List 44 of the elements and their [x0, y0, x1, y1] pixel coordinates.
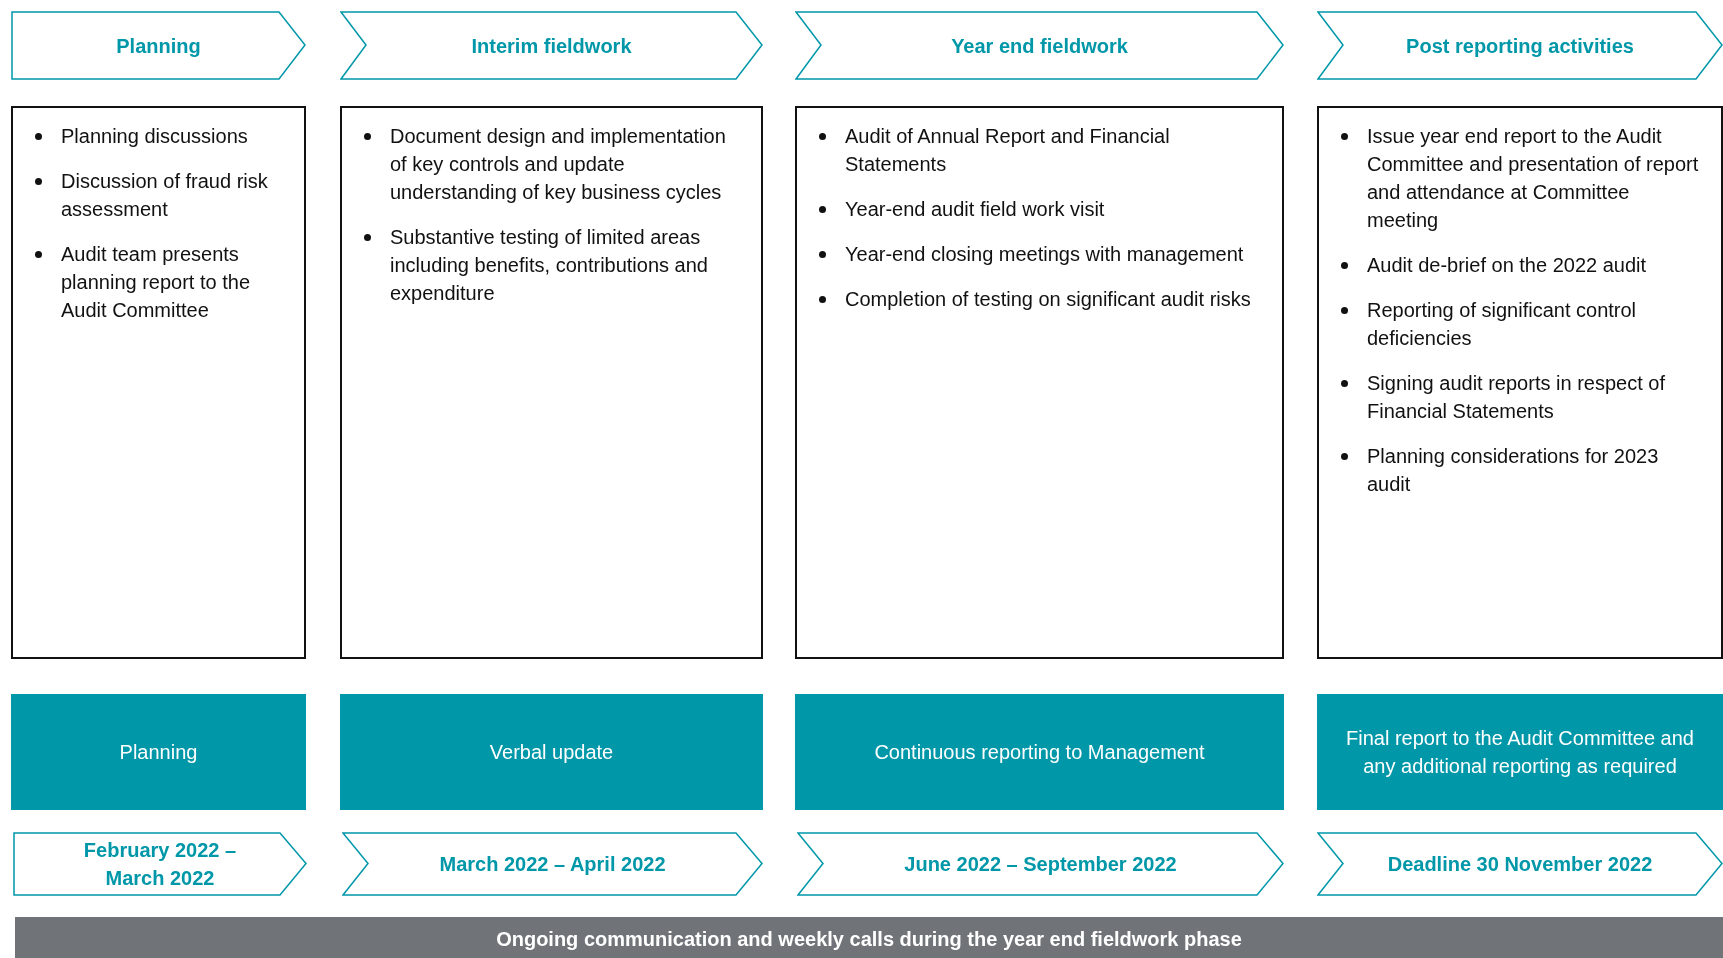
date-header	[342, 832, 763, 896]
reporting-text: Continuous reporting to Management	[874, 740, 1205, 765]
date-header	[13, 832, 307, 896]
date-range: March 2022 – April 2022	[438, 852, 667, 877]
activity-panel	[340, 106, 763, 659]
bullet-text: Year-end audit field work visit	[845, 197, 1106, 222]
bullet-text: Issue year end report to the Audit Committee and presentation of report and attendance at Committee meeting	[1367, 124, 1700, 233]
bullet-text: Completion of testing on significant audit risks	[845, 287, 1252, 312]
reporting-text: Verbal update	[489, 740, 614, 765]
phase-header	[795, 11, 1284, 80]
banner-bar	[15, 917, 1723, 958]
date-header	[797, 832, 1284, 896]
reporting-box	[11, 694, 306, 810]
bullet-text: Year-end closing meetings with management	[845, 242, 1245, 267]
bullet-text: Audit de-brief on the 2022 audit	[1367, 253, 1648, 278]
banner-text: Ongoing communication and weekly calls during the year end fieldwork phase	[496, 927, 1242, 951]
activity-panel	[795, 106, 1284, 659]
phase-header	[11, 11, 306, 80]
phase-header	[340, 11, 763, 80]
reporting-text: Planning	[119, 740, 198, 765]
reporting-box	[340, 694, 763, 810]
bullet-text: Reporting of significant control deficiencies	[1367, 298, 1638, 351]
phase-header	[1317, 11, 1723, 80]
bullet-text: Document design and implementation of key controls and update understanding of key business cycles	[390, 124, 727, 205]
bullet-text: Signing audit reports in respect of Financial Statements	[1367, 371, 1666, 424]
bullet-text: Substantive testing of limited areas including benefits, contributions and expenditure	[390, 225, 709, 306]
activity-panel	[1317, 106, 1723, 659]
reporting-box	[1317, 694, 1723, 810]
date-range: February 2022 – March 2022	[82, 838, 238, 891]
phase-title: Interim fieldwork	[470, 33, 633, 59]
bullet-text: Planning discussions	[61, 124, 249, 149]
date-range: June 2022 – September 2022	[903, 852, 1178, 877]
phase-title: Post reporting activities	[1405, 33, 1635, 59]
date-header	[1317, 832, 1723, 896]
bullet-text: Discussion of fraud risk assessment	[61, 169, 269, 222]
phase-title: Year end fieldwork	[950, 33, 1129, 59]
date-range: Deadline 30 November 2022	[1386, 852, 1654, 877]
bullet-text: Audit team presents planning report to the Audit Committee	[61, 242, 252, 323]
bullet-text: Audit of Annual Report and Financial Statements	[845, 124, 1171, 177]
reporting-box	[795, 694, 1284, 810]
reporting-text: Final report to the Audit Committee and any additional reporting as required	[1345, 726, 1695, 779]
phase-title: Planning	[115, 33, 202, 59]
bullet-text: Planning considerations for 2023 audit	[1367, 444, 1660, 497]
activity-panel	[11, 106, 306, 659]
